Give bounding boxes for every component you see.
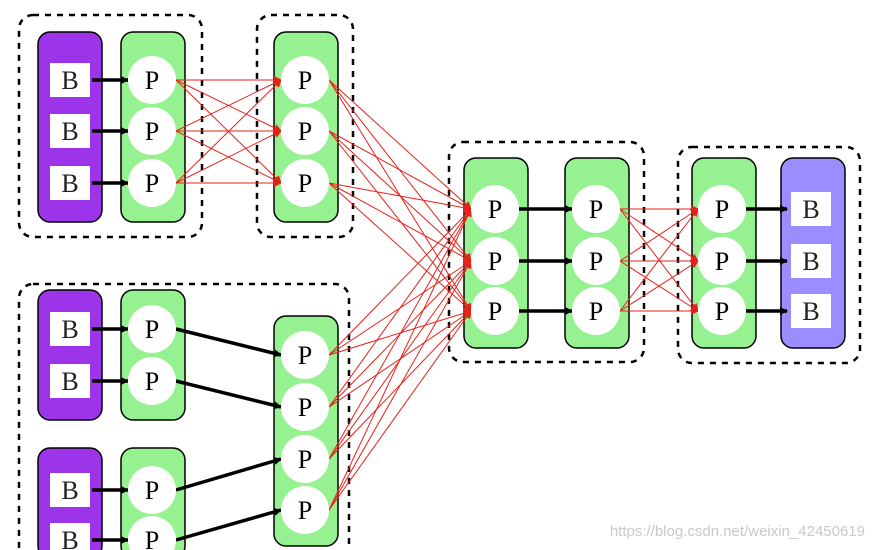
process-node-label: P (589, 195, 603, 224)
process-node-label: P (145, 66, 159, 95)
process-node-label: P (145, 169, 159, 198)
process-node (281, 435, 329, 483)
edge-shuffle (619, 208, 699, 262)
process-node-label: P (298, 66, 312, 95)
process-node (281, 486, 329, 534)
process-node-label: P (145, 315, 159, 344)
batch-node (50, 523, 90, 550)
batch-node-label: B (61, 169, 78, 198)
process-node (572, 185, 620, 233)
batch-node-label: B (61, 367, 78, 396)
edge-shuffle (328, 130, 472, 210)
edge-shuffle (619, 260, 699, 312)
process-node (281, 159, 329, 207)
batch-node-label: B (802, 195, 819, 224)
edge-shuffle (328, 182, 472, 262)
edge-merge (175, 457, 282, 492)
process-node-label: P (488, 195, 502, 224)
edge-shuffle (328, 208, 472, 408)
batch-node (791, 244, 831, 278)
process-node-label: P (715, 247, 729, 276)
edge-shuffle (328, 208, 472, 511)
edge-shuffle (175, 79, 282, 184)
edge-shuffle (328, 310, 472, 511)
process-node (572, 237, 620, 285)
batch-column-bottom-1 (37, 289, 103, 421)
batch-node-label: B (802, 297, 819, 326)
process-node-label: P (145, 367, 159, 396)
process-node (698, 287, 746, 335)
process-node (281, 331, 329, 379)
group-center (447, 140, 646, 364)
process-node (471, 237, 519, 285)
process-node (281, 107, 329, 155)
batch-node-label: B (61, 315, 78, 344)
edge-shuffle (175, 130, 282, 184)
group-right (676, 145, 862, 365)
process-node-label: P (488, 297, 502, 326)
group-top-left (17, 13, 204, 239)
edge-merge (175, 508, 282, 542)
process-node (471, 185, 519, 233)
batch-node (50, 473, 90, 507)
edge-shuffle (619, 208, 699, 312)
batch-node (791, 192, 831, 226)
batch-node (50, 364, 90, 398)
process-node (128, 357, 176, 405)
edge-shuffle (328, 130, 472, 312)
edges (92, 76, 788, 544)
process-node-label: P (589, 247, 603, 276)
edge-shuffle (328, 208, 472, 460)
batch-node-label: B (61, 526, 78, 550)
process-node (128, 305, 176, 353)
batch-node (50, 63, 90, 97)
process-node-label: P (488, 247, 502, 276)
edge-shuffle (328, 208, 472, 356)
batch-node-label: B (802, 247, 819, 276)
batch-node-label: B (61, 117, 78, 146)
edge-shuffle (328, 79, 472, 210)
edge-shuffle (175, 79, 282, 132)
batch-node (50, 166, 90, 200)
process-node-label: P (298, 445, 312, 474)
process-node (128, 466, 176, 514)
group-top-middle (255, 13, 355, 239)
edge-shuffle (328, 182, 472, 312)
batch-node-label: B (61, 66, 78, 95)
process-node (281, 383, 329, 431)
process-node (698, 237, 746, 285)
watermark: https://blog.csdn.net/weixin_42450619 (609, 523, 865, 540)
edge-shuffle (328, 182, 472, 212)
process-node-label: P (298, 341, 312, 370)
edge-shuffle (328, 260, 472, 511)
process-node-label: P (145, 526, 159, 550)
process-node-label: P (298, 393, 312, 422)
process-node-label: P (145, 476, 159, 505)
process-node (128, 107, 176, 155)
process-node (698, 185, 746, 233)
process-node-label: P (589, 297, 603, 326)
process-node-label: P (145, 117, 159, 146)
batch-node (50, 312, 90, 346)
process-node-label: P (298, 117, 312, 146)
process-node (572, 287, 620, 335)
process-node-label: P (298, 496, 312, 525)
process-node-label: P (715, 297, 729, 326)
batch-node (791, 294, 831, 328)
process-node (281, 56, 329, 104)
edge-merge (175, 327, 282, 358)
process-node-label: P (715, 195, 729, 224)
process-node (128, 516, 176, 550)
batch-node-label: B (61, 476, 78, 505)
process-node (471, 287, 519, 335)
batch-node (50, 114, 90, 148)
process-node (128, 56, 176, 104)
process-node (128, 159, 176, 207)
edge-merge (175, 379, 282, 410)
process-node-label: P (298, 169, 312, 198)
